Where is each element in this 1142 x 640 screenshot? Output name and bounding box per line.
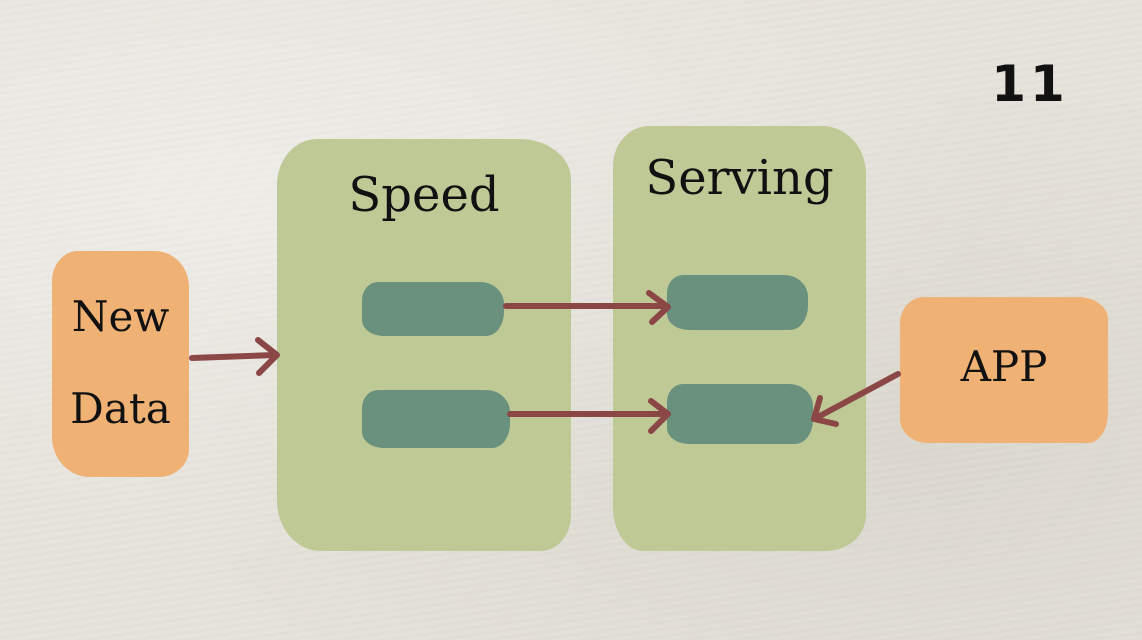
slide-number: 11: [991, 55, 1069, 113]
speed-view-slot-2: [362, 390, 510, 448]
speed-view-slot-1: [362, 282, 504, 336]
speed-layer-panel: Speed: [277, 139, 571, 551]
serving-view-slot-1: [667, 275, 808, 330]
app-box: APP: [900, 297, 1108, 443]
serving-view-slot-2: [667, 384, 813, 444]
serving-layer-title: Serving: [645, 150, 834, 206]
new-data-label-line1: New: [71, 292, 170, 341]
new-data-label-line2: Data: [70, 384, 171, 433]
app-label: APP: [960, 342, 1048, 391]
new-data-box: New Data: [52, 251, 189, 477]
speed-layer-title: Speed: [348, 167, 500, 223]
serving-layer-panel: Serving: [613, 126, 866, 551]
